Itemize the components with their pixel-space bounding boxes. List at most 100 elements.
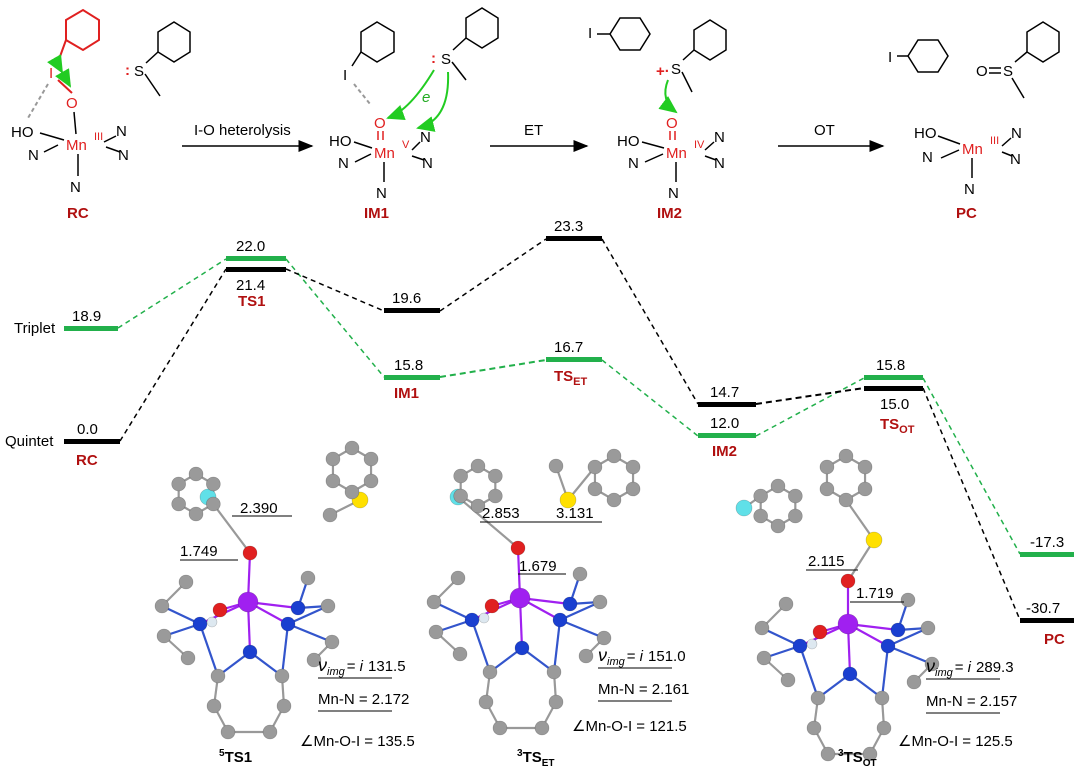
atom: [426, 594, 442, 610]
level-ts1-quintet: [226, 267, 286, 272]
atom: [206, 616, 218, 628]
bond: [761, 627, 801, 647]
atom: [780, 672, 796, 688]
atom: [344, 440, 360, 456]
n-label: N: [70, 179, 81, 196]
atom: [534, 720, 550, 736]
atom: [478, 694, 494, 710]
atom: [274, 668, 290, 684]
atom: [587, 481, 603, 497]
atom: [363, 451, 379, 467]
species-label-pc: PC: [956, 205, 977, 222]
atom: [325, 473, 341, 489]
energy-value-im1-triplet: 15.8: [394, 357, 423, 374]
atom: [262, 724, 278, 740]
n-label: N: [338, 155, 349, 172]
atom: [900, 592, 916, 608]
distance-label: 3.131: [556, 505, 594, 522]
atom: [171, 496, 186, 512]
atom: [171, 476, 186, 492]
oxygen-label: O: [66, 95, 78, 112]
iodobenzene-ring: [609, 17, 651, 51]
distance-label: 2.390: [240, 500, 278, 517]
atom: [453, 468, 468, 484]
molecule-tsot: [735, 448, 940, 762]
bond: [887, 626, 929, 648]
species-label-rc: RC: [67, 205, 89, 222]
atom: [559, 491, 577, 509]
atom: [920, 620, 936, 636]
atom: [756, 650, 772, 666]
atom: [192, 616, 208, 632]
ts-structures: [154, 440, 940, 762]
atom: [820, 746, 836, 762]
atom: [753, 488, 768, 504]
energy-value-pc-quintet: -30.7: [1026, 600, 1060, 617]
atom: [578, 648, 594, 664]
step-label-heterolysis: I-O heterolysis: [194, 122, 291, 139]
energy-value-ts1-triplet: 22.0: [236, 238, 265, 255]
bond: [880, 645, 890, 699]
molecule-tset: [426, 448, 641, 736]
sulfur-label: S: [1003, 63, 1013, 80]
iodobenzene-ring: [65, 8, 100, 52]
n-label: N: [1011, 125, 1022, 142]
oxidation-state-label: IV: [694, 139, 705, 151]
electron-label: e: [422, 89, 430, 106]
bond: [847, 539, 875, 582]
atom: [237, 591, 259, 613]
species-im1: I O Mn V HO N N N N IM1 : S e: [329, 7, 499, 222]
atom: [625, 481, 641, 497]
hydroxy-label: HO: [329, 133, 352, 150]
species-label-ts1: TS1: [238, 293, 266, 310]
hydroxy-label: HO: [914, 125, 937, 142]
atom: [290, 600, 306, 616]
distance-label: 2.115: [808, 553, 844, 570]
atom: [206, 496, 221, 512]
species-im2: I +· S O Mn IV HO N N N N IM2: [588, 17, 727, 222]
atom: [890, 622, 906, 638]
atom: [548, 458, 564, 474]
bond: [198, 623, 220, 677]
energy-value-tset-quintet: 23.3: [554, 218, 583, 235]
atom: [906, 674, 922, 690]
atom: [325, 451, 341, 467]
energy-value-im2-quintet: 14.7: [710, 384, 739, 401]
atom: [754, 620, 770, 636]
atom: [344, 484, 360, 500]
atom: [156, 628, 172, 644]
iodine-label: I: [49, 65, 53, 82]
atom: [812, 624, 828, 640]
atom: [242, 644, 258, 660]
n-label: N: [714, 129, 725, 146]
species-label-im2: IM2: [657, 205, 682, 222]
species-label-im1: IM1: [364, 205, 389, 222]
lone-pair-marker: :: [125, 62, 130, 79]
level-tset-triplet: [546, 357, 602, 362]
level-im1-quintet: [384, 308, 440, 313]
atom: [180, 650, 196, 666]
hydroxy-label: HO: [11, 124, 34, 141]
species-label-tset: TSET: [554, 368, 588, 388]
species-label-tsot: TSOT: [880, 416, 915, 436]
atom: [470, 498, 486, 514]
atom: [552, 612, 568, 628]
mn-o-i-angle: ∠Mn-O-I = 121.5: [572, 718, 687, 735]
atom: [492, 720, 508, 736]
bond: [287, 604, 329, 626]
lone-pair-marker: :: [431, 50, 436, 67]
level-ts1-triplet: [226, 256, 286, 261]
level-im1-triplet: [384, 375, 440, 380]
atom: [488, 488, 503, 504]
n-label: N: [422, 155, 433, 172]
energy-value-im2-triplet: 12.0: [710, 415, 739, 432]
atom: [488, 468, 503, 484]
iodobenzene-ring: [907, 39, 949, 73]
energy-value-tset-triplet: 16.7: [554, 339, 583, 356]
n-label: N: [714, 155, 725, 172]
atom: [562, 596, 578, 612]
distance-label: 1.749: [180, 543, 218, 560]
